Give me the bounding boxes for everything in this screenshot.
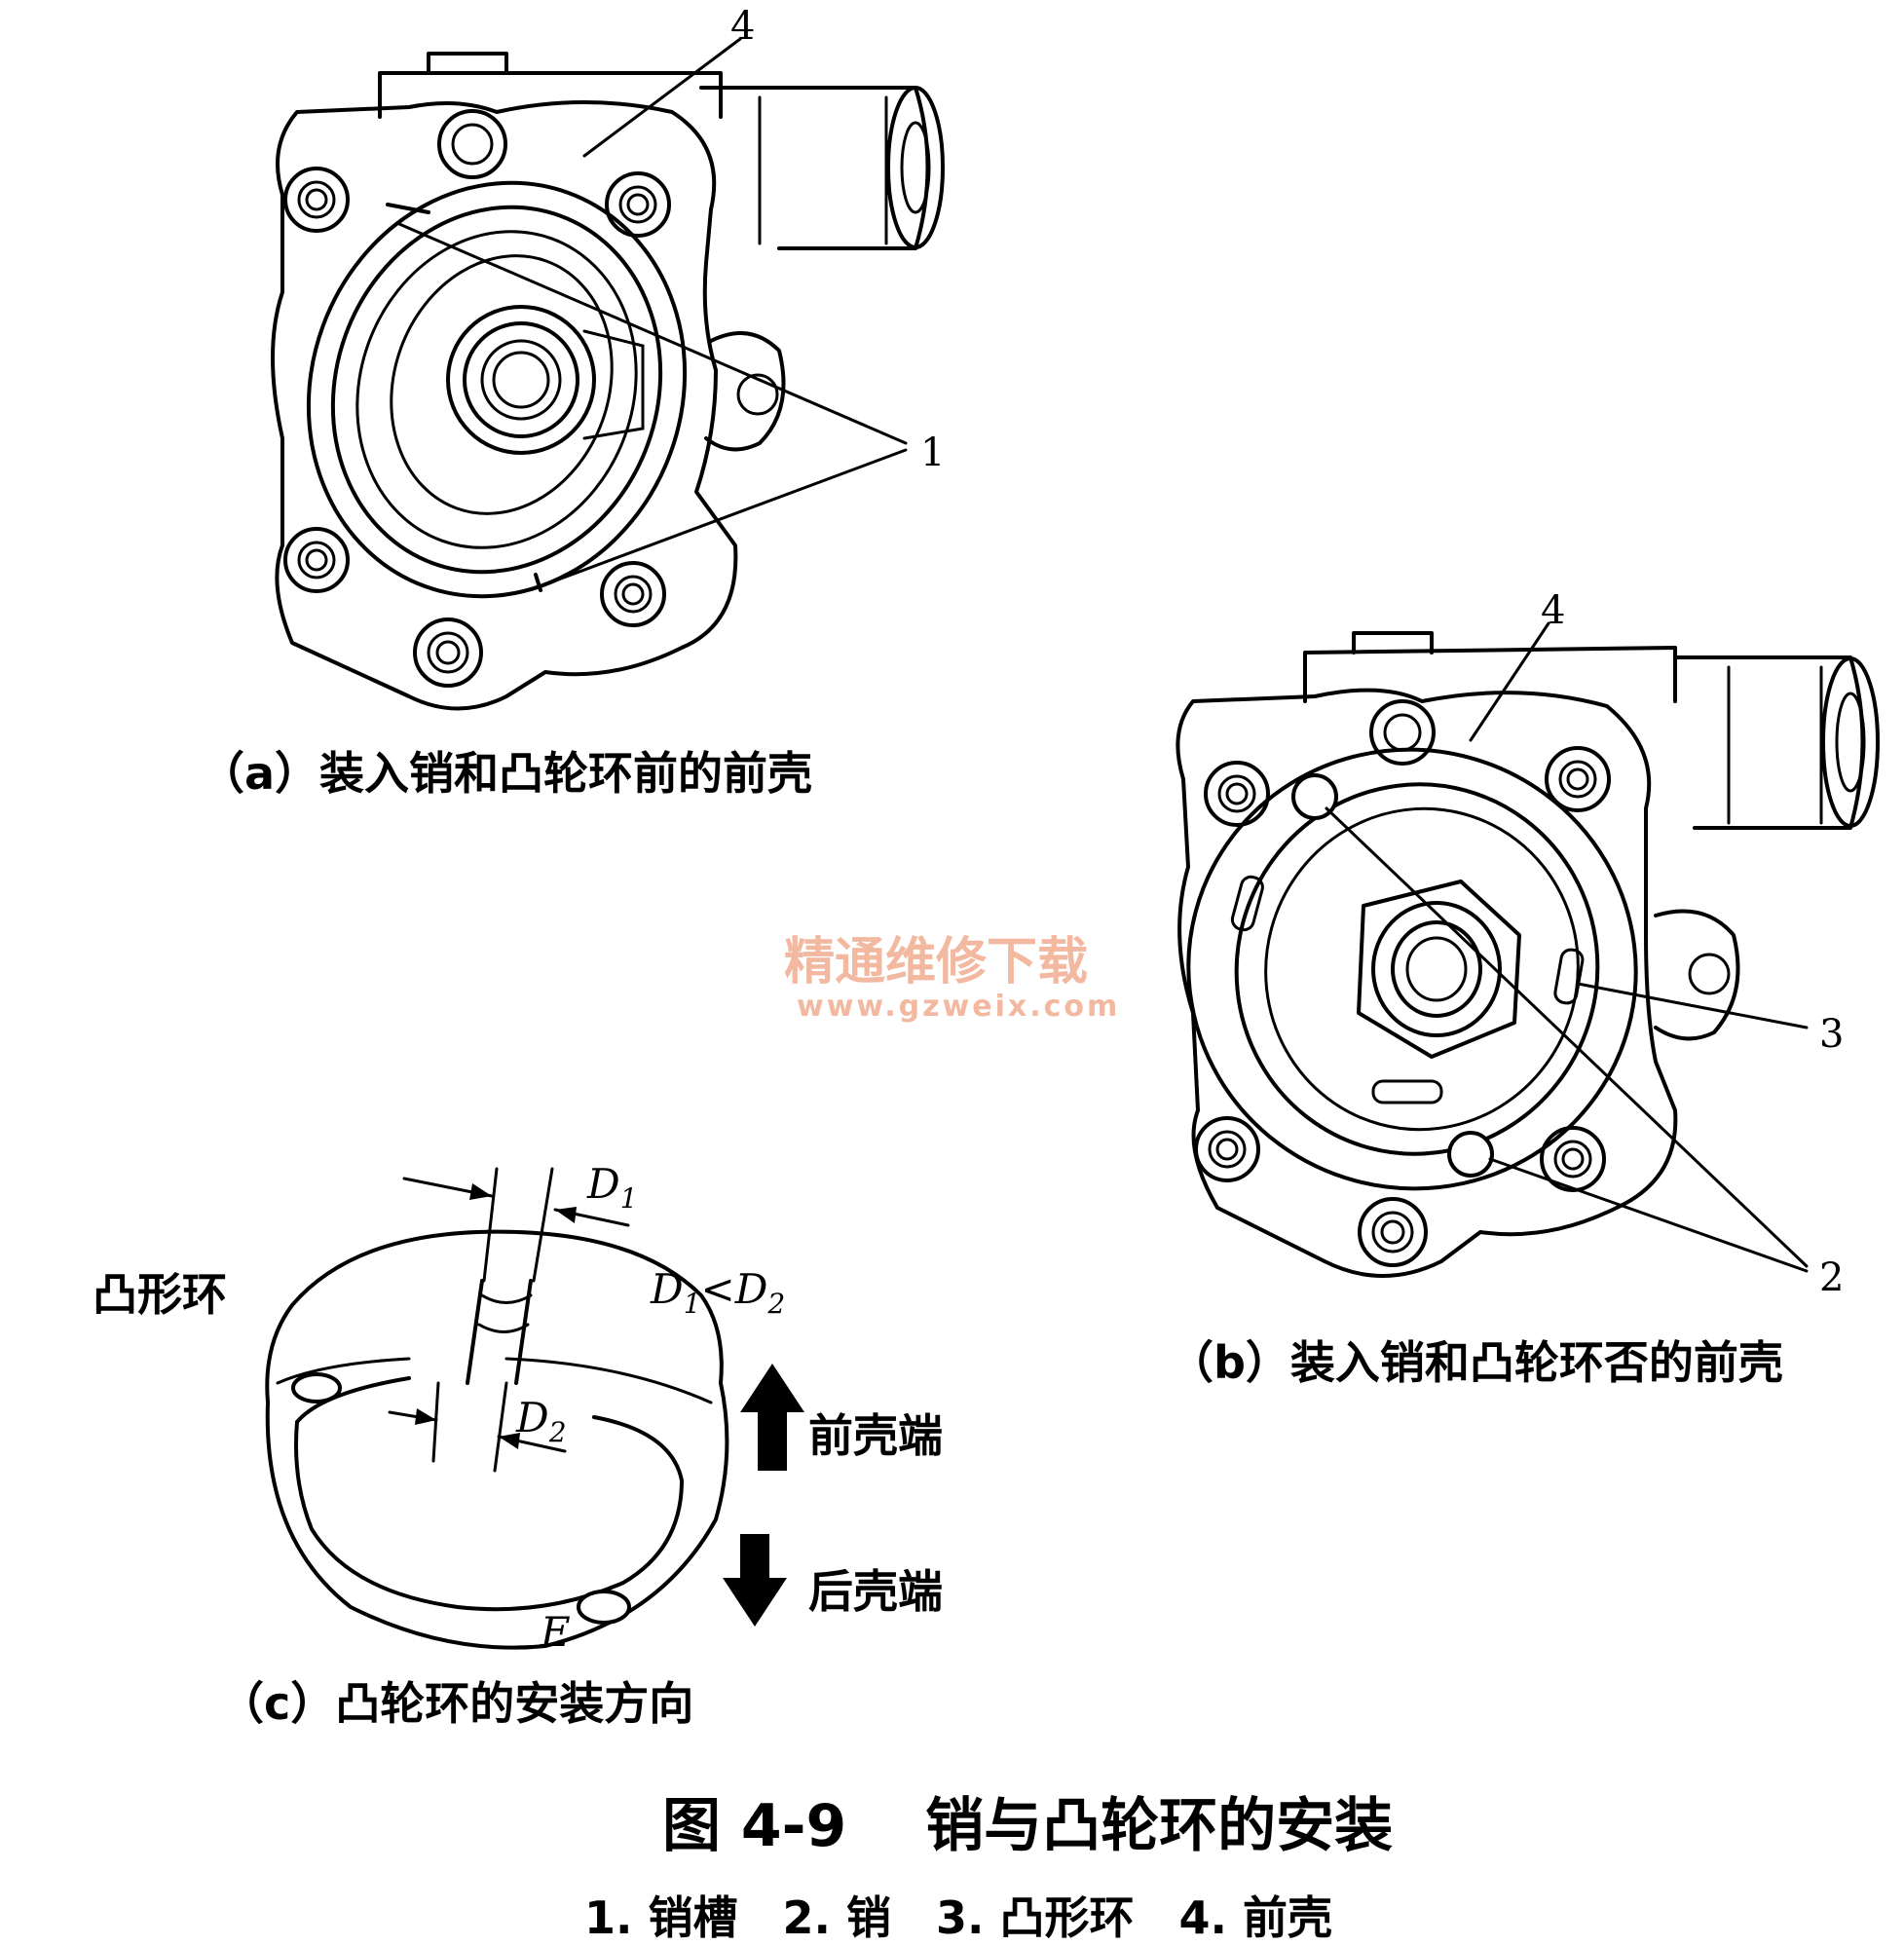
callout-a-4: 4: [730, 4, 755, 49]
dimension-d2: D2: [515, 1394, 567, 1448]
panel-c-cam-ring-drawing: [265, 1167, 729, 1650]
caption-a: （a）装入销和凸轮环前的前壳: [200, 747, 812, 800]
caption-c: （c）凸轮环的安装方向: [219, 1677, 693, 1730]
dimension-relation: D1<D2: [650, 1265, 785, 1320]
callout-b-2: 2: [1819, 1255, 1844, 1300]
figure-legend: 1. 销槽 2. 销 3. 凸形环 4. 前壳: [584, 1891, 1332, 1944]
ring-label: 凸形环: [93, 1268, 227, 1321]
caption-b: （b）装入销和凸轮环否的前壳: [1169, 1336, 1783, 1389]
watermark-text: 精通维修下载: [784, 933, 1088, 992]
callout-a-1: 1: [920, 430, 945, 475]
callout-b-3: 3: [1819, 1012, 1844, 1057]
rear-end-label: 后壳端: [808, 1565, 943, 1618]
arrow-down-icon: [723, 1534, 787, 1627]
mark-e: E: [540, 1608, 571, 1656]
dimension-d1: D1: [586, 1160, 638, 1215]
panel-a-housing-drawing: [271, 52, 945, 711]
figure-title: 图 4-9 销与凸轮环的安装: [662, 1792, 1393, 1860]
panel-b-leader-lines: [1325, 621, 1809, 1273]
arrow-up-icon: [740, 1364, 804, 1471]
panel-a-leader-lines: [397, 37, 908, 586]
callout-b-4: 4: [1541, 588, 1565, 633]
front-end-label: 前壳端: [808, 1409, 943, 1462]
panel-b-housing-drawing: [1176, 631, 1880, 1278]
watermark-url: www.gzweix.com: [797, 990, 1120, 1024]
